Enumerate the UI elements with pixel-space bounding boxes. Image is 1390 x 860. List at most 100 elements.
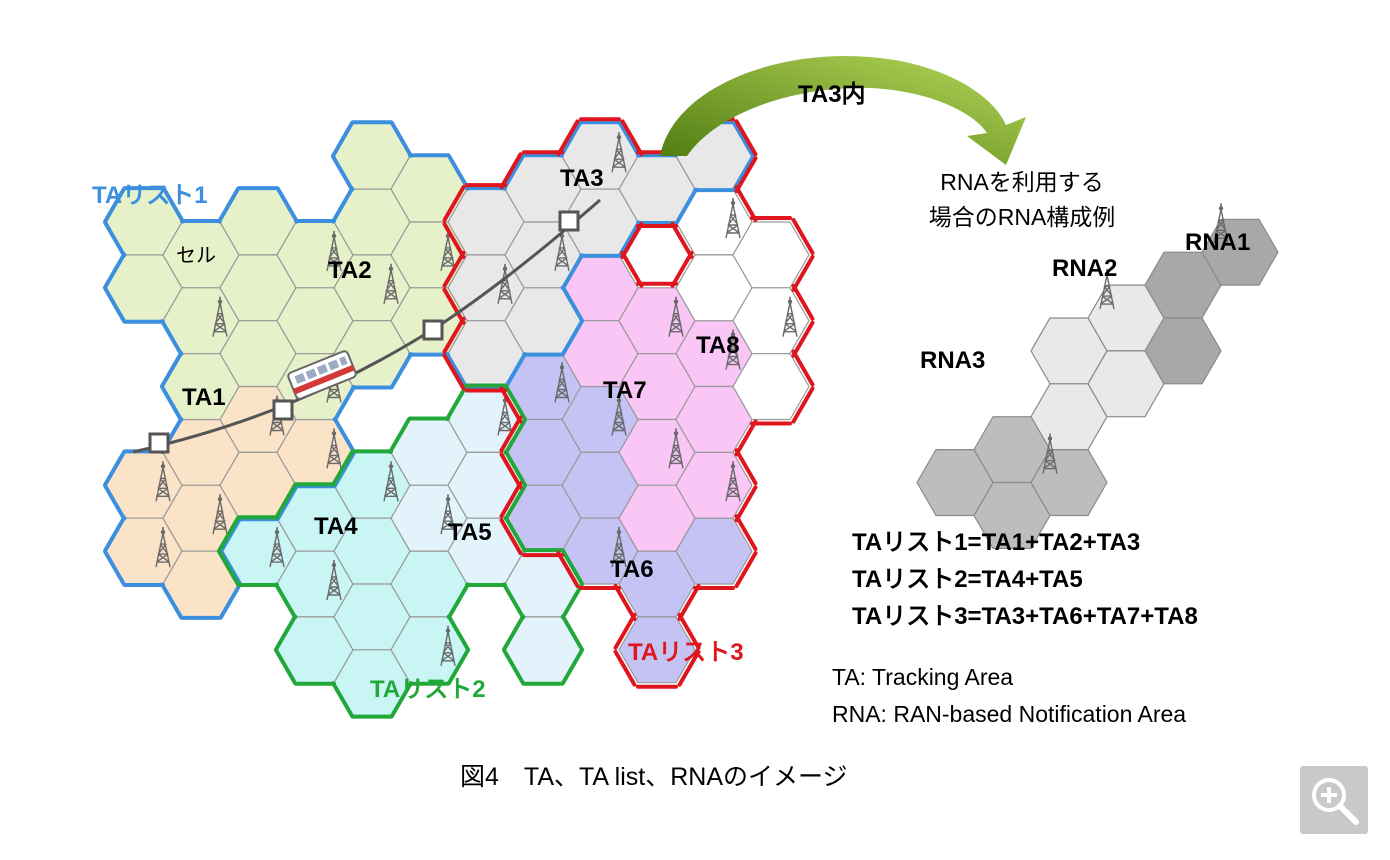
ta-list3-border-edge [499, 518, 523, 556]
ta-list3-border-edge [791, 349, 815, 387]
ta-list1-border-edge [560, 253, 584, 291]
equation-list3: TAリスト3=TA3+TA6+TA7+TA8 [852, 603, 1198, 630]
ta-list1-border-edge [503, 352, 527, 389]
ta7-label: TA7 [603, 377, 647, 404]
ta-list1-border-edge [103, 286, 127, 324]
ta-list2-border-edge [274, 648, 298, 686]
ta-list3-border-edge [556, 119, 580, 157]
ta-list3-border-edge [734, 551, 758, 588]
ta-list3-border-edge [442, 222, 466, 259]
ta-list1-border-edge [331, 154, 355, 192]
ta-list2-border-edge [274, 582, 298, 620]
ta-list1-border-edge [560, 319, 584, 357]
figure-caption: 図4 TA、TA list、RNAのイメージ [460, 763, 848, 791]
ta-list1-border-edge [559, 120, 583, 158]
ta-list3-border-edge [734, 514, 758, 552]
ta-list2-border-edge [502, 614, 526, 652]
ta-list1-border-edge [160, 385, 184, 422]
ta-list2-border-edge [503, 384, 527, 421]
rna1-label: RNA1 [1185, 229, 1250, 256]
ta-list3-border-edge [791, 320, 815, 358]
rna-heading-line1: RNAを利用する [940, 169, 1104, 195]
ta2-label: TA2 [328, 257, 372, 284]
ta-list1-border-edge [218, 582, 242, 620]
ta-list2-border-edge [560, 582, 584, 620]
ta-list2-border [217, 383, 584, 719]
ta-list2-border-edge [217, 515, 241, 553]
ta-list1-border-edge [103, 449, 127, 487]
equation-list: TAリスト1=TA1+TA2+TA3 TAリスト2=TA4+TA5 TAリスト3… [852, 529, 1198, 630]
ta-list2-border-edge [446, 648, 470, 686]
equation-list2: TAリスト2=TA4+TA5 [852, 566, 1083, 593]
ta8-label: TA8 [696, 332, 740, 359]
ta-list2-border-edge [446, 614, 470, 652]
ta-list3-border [442, 117, 815, 689]
ta-list2-border-edge [388, 417, 412, 454]
ta-list2-border-edge [331, 681, 355, 719]
ta-list1-border-edge [103, 549, 127, 587]
ta-list3-border-edge [791, 254, 815, 292]
ta-list3-border-edge [677, 584, 701, 621]
ta-list3-border-edge [613, 649, 637, 687]
ta-list2-border-edge [217, 549, 241, 587]
rna-heading-line2: 場合のRNA構成例 [929, 204, 1116, 230]
ta-list1-border-edge [332, 385, 356, 422]
rna-heading: RNAを利用する 場合のRNA構成例 [929, 169, 1116, 230]
ta5-label: TA5 [448, 519, 492, 546]
ta-list3-border-edge [734, 119, 758, 157]
ta-list1-border-edge [103, 252, 127, 290]
ta-list3-border-edge [677, 649, 701, 687]
ta-list3-border-edge [613, 584, 637, 621]
ta-list1-border-edge [617, 120, 641, 158]
ta-list3-border-edge [620, 222, 644, 259]
ta-list1-border-edge [731, 154, 755, 192]
hex-cell-ta6 [618, 616, 696, 684]
ta-list1-border-edge [389, 120, 413, 158]
ta-list1-border-edge [103, 220, 127, 258]
ta-list1-border-edge [218, 548, 242, 586]
ta-list1-border-edge [160, 351, 184, 388]
ta-list1-border-edge [502, 153, 526, 191]
ta-list2-border-edge [502, 582, 526, 620]
ta-list3-border-edge [791, 386, 815, 424]
legend-ta: TA: Tracking Area [832, 664, 1013, 690]
rna3-label: RNA3 [920, 347, 985, 374]
ta-list2-border-edge [503, 449, 527, 487]
ta-list3-border-edge [734, 448, 758, 486]
ta-list1-border-edge [161, 186, 185, 224]
ta-list2-border-edge [560, 548, 584, 586]
ta-list3-border-edge [499, 481, 523, 519]
ta6-label: TA6 [610, 556, 654, 583]
ta-list3-border-edge [556, 551, 580, 588]
ta-list3-border-edge [499, 386, 523, 424]
ta-list3-border-edge [442, 287, 466, 325]
hex-cell-rna1 [1201, 218, 1279, 286]
ta-list1-border-edge [275, 483, 299, 521]
ta-list2-border-edge [502, 648, 526, 686]
ta-list3-label: TAリスト3 [628, 639, 744, 666]
ta-list3-border-edge [791, 283, 815, 321]
ta-list3-border-edge [499, 152, 523, 190]
ta-list3-border-edge [670, 222, 694, 259]
ta-list1-border-edge [331, 120, 355, 158]
ta-list-borders [103, 117, 815, 719]
ta-list2-border-edge [274, 482, 298, 520]
ta-list1-border-edge [218, 516, 242, 554]
abbreviation-legend: TA: Tracking Area RNA: RAN-based Notific… [832, 664, 1186, 727]
ta-list3-border-edge [620, 119, 644, 157]
diagram-labels: TAリスト1 TAリスト2 TAリスト3 TA1 TA2 TA3 TA4 TA5… [92, 81, 1250, 703]
ta-list3-border-edge [442, 185, 466, 222]
ta-list2-border-edge [560, 614, 584, 652]
ta-list1-border-edge [160, 582, 184, 620]
ta-list2-border-edge [446, 582, 470, 620]
train-icon [287, 350, 357, 400]
ta-list1-border-edge [560, 285, 584, 323]
arrow-label: TA3内 [798, 81, 866, 108]
ta-list1-border-edge [389, 352, 413, 389]
ta-list1-border-edge [217, 186, 241, 224]
zoom-button[interactable] [1300, 766, 1368, 834]
ta-list3-border-edge [734, 485, 758, 523]
ta-list3-border-edge [613, 612, 637, 650]
ta-list1-border-edge [617, 220, 641, 258]
ta-list3-border-edge [734, 185, 758, 222]
